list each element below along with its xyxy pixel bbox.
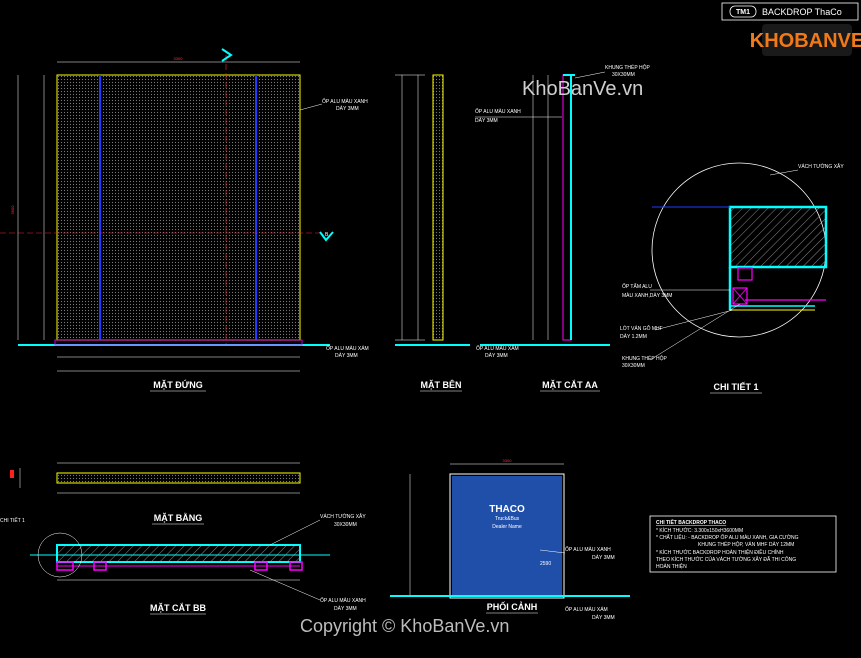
detail-note-frame2: 30X30MM (622, 363, 645, 369)
detail-note-alu: ỐP TẤM ALU (622, 283, 652, 290)
board-sub: Truck&Bus (495, 516, 520, 522)
front-elevation: B 3300 3600 ỐP ALU MÀU XANH DÀY 3MM ỐP A… (0, 48, 369, 392)
perspective-view: THACO Truck&Bus Dealer Name 2590 3300 ỐP… (390, 458, 630, 621)
view-title-perspective: PHỐI CẢNH (487, 601, 538, 612)
bb-note-alu-thk: DÀY 3MM (334, 605, 357, 612)
spec-line-1: * KÍCH THƯỚC: 3.300x150xH3600MM (656, 527, 743, 534)
view-title-side: MẶT BÊN (421, 379, 462, 390)
aa-note-frame: KHUNG THÉP HỘP (605, 64, 650, 71)
front-bottom-note1: ỐP ALU MÀU XÁM (326, 345, 369, 352)
front-width-dim: 3300 (174, 56, 184, 61)
board-dim-label: 2590 (540, 561, 551, 567)
bb-note-detail: CHI TIẾT 1 (0, 517, 25, 524)
detail-1: VÁCH TƯỜNG XÂY ỐP TẤM ALU MÀU XANH,DÀY 3… (620, 162, 844, 394)
front-bottom-note2: DÀY 3MM (335, 352, 358, 359)
persp-note-grey: ỐP ALU MÀU XÁM (565, 606, 608, 613)
spec-line-4: * KÍCH THƯỚC BACKDROP HOÀN THIỆN ĐIỀU CH… (656, 548, 784, 556)
board-dealer: Dealer Name (492, 524, 522, 530)
watermark-text: KhoBanVe.vn (522, 78, 643, 100)
aa-note-alu: ỐP ALU MÀU XANH (475, 108, 521, 115)
section-aa: KHUNG THÉP HỘP 30X30MM ỐP ALU MÀU XANH D… (475, 64, 650, 392)
front-note-line2: DÀY 3MM (336, 105, 359, 112)
persp-note-alu: ỐP ALU MÀU XANH (565, 546, 611, 553)
view-title-front: MẶT ĐỨNG (153, 379, 202, 390)
front-note-line1: ỐP ALU MÀU XANH (322, 98, 368, 105)
title-block: TM1 BACKDROP ThaCo (721, 2, 859, 21)
detail-note-frame: KHUNG THÉP HỘP (622, 355, 667, 362)
front-height-dim: 3600 (10, 205, 15, 215)
persp-note-grey-thk: DÀY 3MM (592, 614, 615, 621)
bb-note-alu: ỐP ALU MÀU XANH (320, 597, 366, 604)
spec-line-3: KHUNG THÉP HỘP, VÁN MHF DÀY 12MM (698, 541, 794, 548)
aa-bottom-note2: DÀY 3MM (485, 352, 508, 359)
detail-note-wall: VÁCH TƯỜNG XÂY (798, 163, 844, 170)
title-name: BACKDROP ThaCo (762, 7, 842, 17)
aa-bottom-note1: ỐP ALU MÀU XÁM (476, 345, 519, 352)
view-title-section-bb: MẶT CẮT BB (150, 603, 206, 613)
detail-note-alu2: MÀU XANH,DÀY 3MM (622, 292, 672, 299)
persp-note-alu-thk: DÀY 3MM (592, 554, 615, 561)
aa-note-frame-size: 30X30MM (612, 72, 635, 78)
bb-note-wall-size: 30X30MM (334, 522, 357, 528)
spec-line-5: THEO KÍCH THƯỚC CỦA VÁCH TƯỜNG XÂY ĐÃ TH… (656, 556, 796, 563)
logo-text: KHOBANVE (750, 30, 861, 52)
view-title-detail1: CHI TIẾT 1 (713, 382, 758, 392)
view-title-section-aa: MẶT CẮT AA (542, 380, 598, 390)
spec-title: CHI TIẾT BACKDROP THACO (656, 519, 726, 526)
spec-line-2: * CHẤT LIỆU: - BACKDROP ỐP ALU MÀU XANH,… (656, 533, 799, 541)
spec-box: CHI TIẾT BACKDROP THACO * KÍCH THƯỚC: 3.… (649, 515, 837, 573)
plan-view: MẶT BẰNG (10, 462, 301, 525)
copyright-text: Copyright © KhoBanVe.vn (300, 616, 509, 636)
view-title-plan: MẶT BẰNG (154, 513, 203, 523)
section-mark-b: B (325, 232, 329, 238)
board-brand: THACO (489, 504, 525, 515)
logo: KHOBANVE (750, 24, 861, 56)
persp-width-dim: 3300 (503, 458, 513, 463)
title-code: TM1 (736, 9, 750, 16)
spec-line-6: HOÀN THIỆN (656, 562, 687, 570)
board-face (452, 476, 562, 596)
detail-note-mhf: LÓT VÁN GỖ MHF (620, 325, 663, 332)
detail-note-mhf2: DÀY 1.2MM (620, 333, 647, 340)
section-bb: CHI TIẾT 1 VÁCH TƯỜNG XÂY 30X30MM ỐP ALU… (0, 513, 366, 615)
aa-note-alu-thk: DÀY 3MM (475, 117, 498, 124)
side-elevation: MẶT BÊN (395, 74, 470, 392)
bb-note-wall: VÁCH TƯỜNG XÂY (320, 513, 366, 520)
